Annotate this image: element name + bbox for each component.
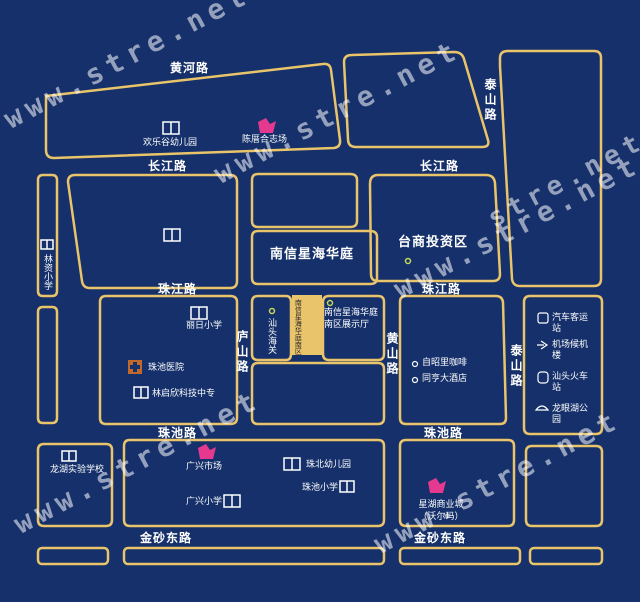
block-changjiang-west xyxy=(66,173,239,290)
book-icon-zhubei xyxy=(283,457,301,471)
road-label-jinsha-west: 金砂东路 xyxy=(140,531,193,545)
showroom-dot-icon xyxy=(326,299,334,307)
coffee-dot-icon xyxy=(411,360,419,368)
park-icon xyxy=(534,405,550,411)
block-xinghu xyxy=(398,438,516,528)
strip-1 xyxy=(36,546,110,566)
poi-airport-building: 机场候机楼 xyxy=(552,340,589,361)
book-icon-changjiang xyxy=(163,228,181,242)
book-icon-linzi xyxy=(40,239,54,250)
book-icon-linqi xyxy=(133,386,149,399)
poi-linzi-primary: 林资小学 xyxy=(42,254,52,290)
road-label-jinsha-east: 金砂东路 xyxy=(414,531,467,545)
road-label-zhujiang-west: 珠江路 xyxy=(158,282,198,296)
block-west-strip xyxy=(36,305,59,425)
block-guangxing xyxy=(122,438,386,528)
strip-2 xyxy=(122,546,386,566)
road-label-changjiang-east: 长江路 xyxy=(420,159,460,173)
poi-zhuchi-primary: 珠池小学 xyxy=(302,483,339,493)
block-chenwei xyxy=(342,50,490,149)
block-customs xyxy=(250,294,293,362)
xinghu-marker-icon xyxy=(428,478,446,493)
customs-dot-icon xyxy=(268,307,276,315)
poi-longhu-school: 龙湖实验学校 xyxy=(50,465,105,475)
block-east-tall xyxy=(498,49,603,288)
road-label-huangshan: 黄山路 xyxy=(385,332,399,377)
project-south-label: 南信星海华庭南区 xyxy=(294,299,303,355)
road-label-huanghe: 黄河路 xyxy=(170,61,210,75)
strip-3 xyxy=(398,546,522,566)
plane-icon xyxy=(537,340,549,350)
train-icon xyxy=(537,371,549,384)
block-huanghe-north xyxy=(44,62,342,160)
poi-guangxing-market: 广兴市场 xyxy=(186,462,223,472)
poi-zhubei-kindergarten: 珠北幼儿园 xyxy=(306,460,352,470)
book-icon-zhuchi xyxy=(339,480,355,493)
book-icon-huanlegu xyxy=(162,121,180,135)
poi-coffee: 自昭里咖啡 xyxy=(422,358,468,368)
block-longhu xyxy=(36,442,114,528)
block-mid-top xyxy=(250,172,359,229)
block-mid-south xyxy=(250,361,386,426)
poi-showroom: 南信星海华庭南区展示厅 xyxy=(324,308,379,330)
block-hotel xyxy=(398,294,508,426)
block-stations xyxy=(522,294,604,436)
hotel-dot-icon xyxy=(411,376,419,384)
road-label-taishan-south: 泰山路 xyxy=(509,344,523,389)
book-icon-guangxing xyxy=(223,494,241,508)
bus-icon xyxy=(537,312,549,324)
poi-park: 龙眼湖公园 xyxy=(552,404,589,425)
poi-xinghu-mall: 星湖商业城（沃尔玛） xyxy=(418,500,464,522)
poi-zhuchi-hospital: 珠池医院 xyxy=(148,363,185,373)
road-label-taishan-north: 泰山路 xyxy=(483,78,497,123)
poi-chenwei-plaza: 陈厝合志场 xyxy=(242,135,288,145)
block-lirl xyxy=(98,294,239,426)
chenwei-marker-icon xyxy=(258,118,276,133)
poi-bus-station: 汽车客运站 xyxy=(552,313,589,334)
poi-train-station: 汕头火车站 xyxy=(552,372,589,393)
book-icon-lirl xyxy=(190,306,208,320)
hospital-icon xyxy=(128,360,142,374)
poi-lirl-primary: 丽日小学 xyxy=(186,321,223,331)
road-label-zhuchi-east: 珠池路 xyxy=(424,426,464,440)
poi-shantou-customs: 汕头海关 xyxy=(266,318,276,354)
road-label-zhujiang-east: 珠江路 xyxy=(422,282,462,296)
poi-linqi-school: 林启欣科技中专 xyxy=(152,389,216,399)
road-label-changjiang-west: 长江路 xyxy=(148,159,188,173)
block-southeast xyxy=(524,444,604,528)
strip-4 xyxy=(528,546,604,566)
taishang-dot-icon xyxy=(404,257,412,265)
block-taishang xyxy=(368,173,502,283)
block-project-north xyxy=(250,229,379,286)
poi-hotel: 同亨大酒店 xyxy=(422,374,468,384)
block-linzi xyxy=(36,173,59,298)
block-showroom xyxy=(321,294,386,362)
poi-huanlegu-kindergarten: 欢乐谷幼儿园 xyxy=(143,138,198,148)
area-label-project: 南信星海华庭 xyxy=(270,247,355,262)
poi-guangxing-primary: 广兴小学 xyxy=(186,497,223,507)
project-south-highlight: 南信星海华庭南区 xyxy=(292,295,322,355)
guangxing-marker-icon xyxy=(198,444,216,459)
area-label-taishang: 台商投资区 xyxy=(398,235,469,250)
road-label-lushan: 庐山路 xyxy=(235,330,249,375)
book-icon-longhu xyxy=(61,450,77,462)
road-label-zhuchi-west: 珠池路 xyxy=(158,426,198,440)
